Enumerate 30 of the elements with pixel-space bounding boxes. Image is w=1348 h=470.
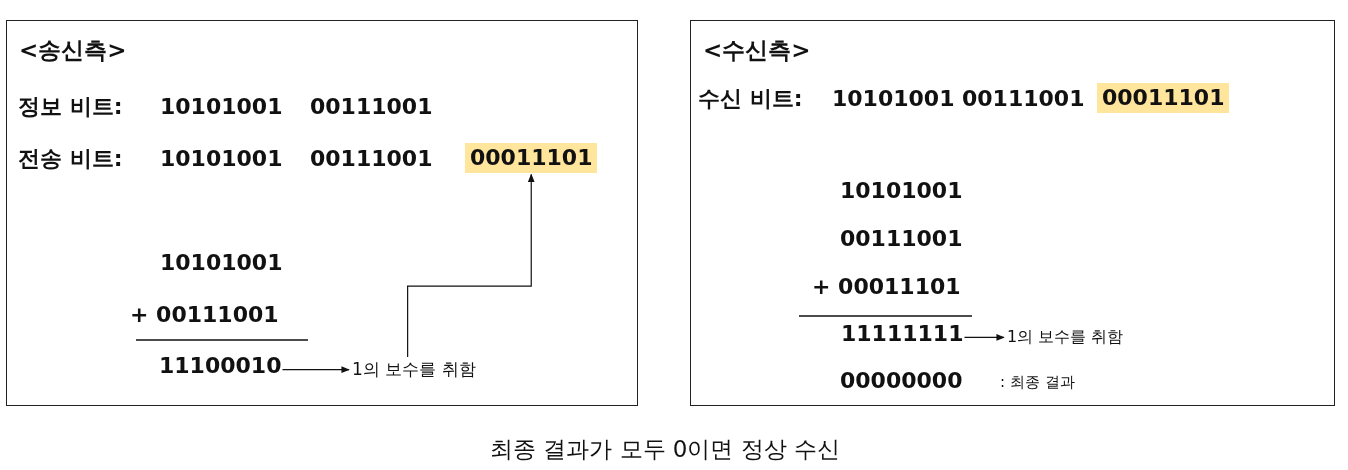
bit-string: 00111001 <box>962 86 1085 113</box>
caption: 최종 결과가 모두 0이면 정상 수신 <box>488 436 842 464</box>
bit-string: 11100010 <box>159 353 282 380</box>
bit-string: 00000000 <box>840 368 963 395</box>
panel-title: <수신측> <box>703 37 811 65</box>
bit-string: 10101001 <box>840 178 963 205</box>
bit-string: 00111001 <box>310 94 433 121</box>
bit-string: 10101001 <box>160 250 283 277</box>
note-text: 1의 보수를 취함 <box>1007 327 1124 347</box>
bit-string: 10101001 <box>160 146 283 173</box>
highlighted-bits: 00011101 <box>465 143 598 174</box>
bit-string: + 00011101 <box>812 274 961 301</box>
panel-title: <송신측> <box>19 37 127 65</box>
panel <box>6 20 638 406</box>
bit-string: 11111111 <box>841 321 964 348</box>
bit-string: 00111001 <box>840 226 963 253</box>
bit-string: 10101001 <box>832 86 955 113</box>
bit-string: + 00111001 <box>130 302 279 329</box>
row-label: 수신 비트: <box>698 86 803 113</box>
highlighted-bits: 00011101 <box>1097 83 1230 114</box>
arrow <box>281 366 350 374</box>
note-text: : 최종 결과 <box>1000 373 1075 391</box>
row-label: 전송 비트: <box>18 146 123 173</box>
arrow <box>963 334 1005 341</box>
bit-string: 00111001 <box>310 146 433 173</box>
arrow <box>407 173 535 358</box>
row-label: 정보 비트: <box>18 94 123 121</box>
bit-string: 10101001 <box>160 94 283 121</box>
note-text: 1의 보수를 취함 <box>352 359 476 380</box>
panel <box>690 20 1335 406</box>
